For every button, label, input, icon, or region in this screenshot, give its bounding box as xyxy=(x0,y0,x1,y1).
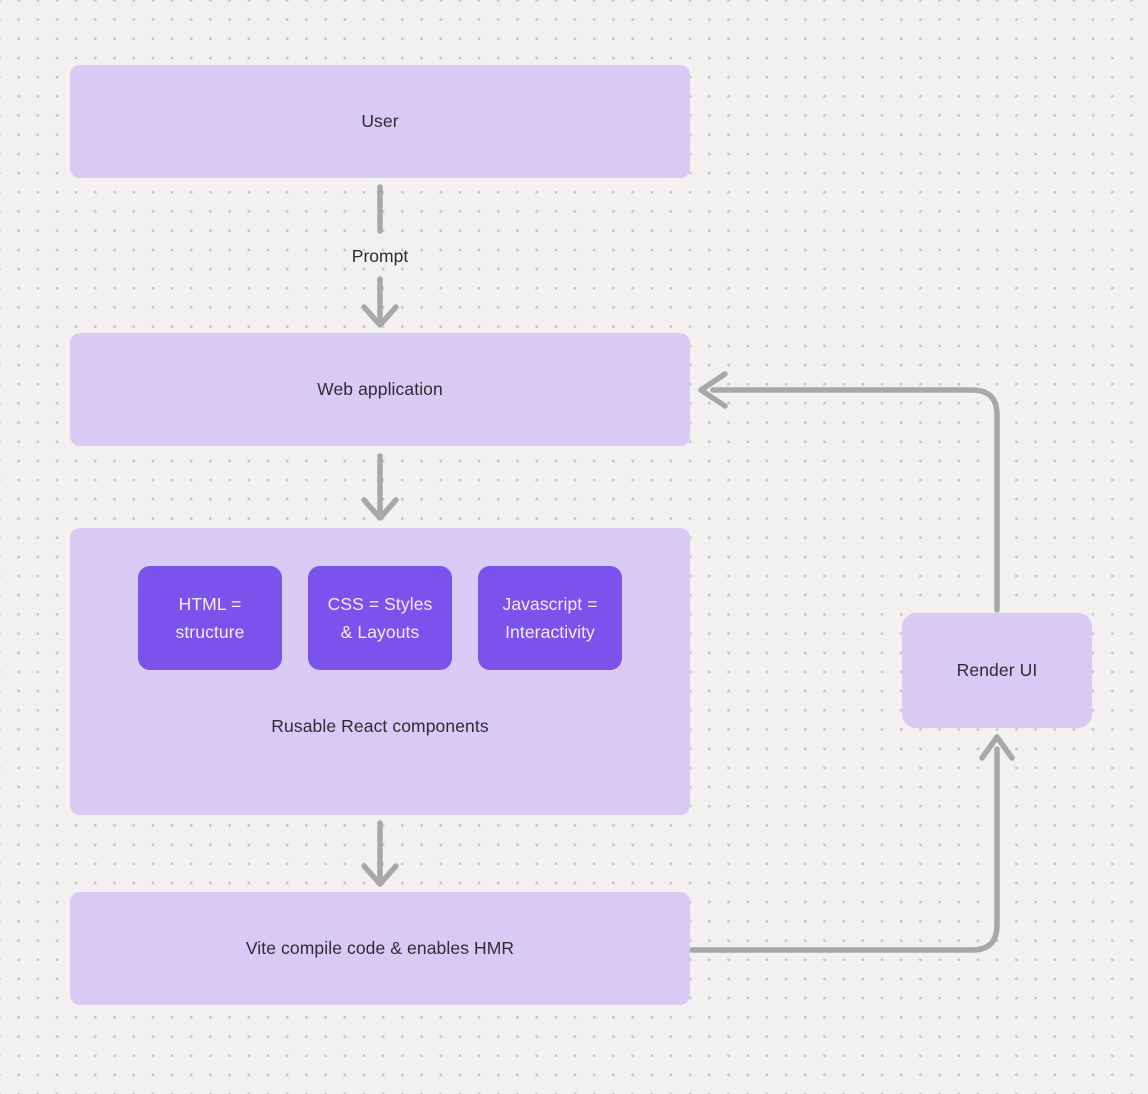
components-group-caption: Rusable React components xyxy=(271,716,489,736)
node-vite-label: Vite compile code & enables HMR xyxy=(245,938,515,958)
node-render-ui: Render UI xyxy=(902,613,1092,728)
edge-prompt-label: Prompt xyxy=(351,246,409,266)
node-vite: Vite compile code & enables HMR xyxy=(70,892,690,1005)
chip-javascript: Javascript = Interactivity xyxy=(478,566,622,670)
edge-vite-render-stem xyxy=(689,746,1000,953)
edge-user-webapp-arrowhead xyxy=(361,304,399,328)
chip-html: HTML = structure xyxy=(138,566,282,670)
components-chip-row: HTML = structure CSS = Styles & Layouts … xyxy=(70,566,690,670)
edge-vite-render-arrowhead xyxy=(979,734,1015,761)
node-user-label: User xyxy=(361,111,399,131)
edge-webapp-components-arrowhead xyxy=(361,497,399,521)
node-web-application: Web application xyxy=(70,333,690,446)
edge-render-webapp-arrowhead xyxy=(698,371,728,409)
node-components-group: HTML = structure CSS = Styles & Layouts … xyxy=(70,528,690,815)
node-user: User xyxy=(70,65,690,178)
edge-components-vite-arrowhead xyxy=(361,863,399,887)
node-web-application-label: Web application xyxy=(317,379,443,399)
chip-css: CSS = Styles & Layouts xyxy=(308,566,452,670)
edge-render-webapp-stem xyxy=(710,387,1000,613)
node-render-ui-label: Render UI xyxy=(956,660,1038,680)
